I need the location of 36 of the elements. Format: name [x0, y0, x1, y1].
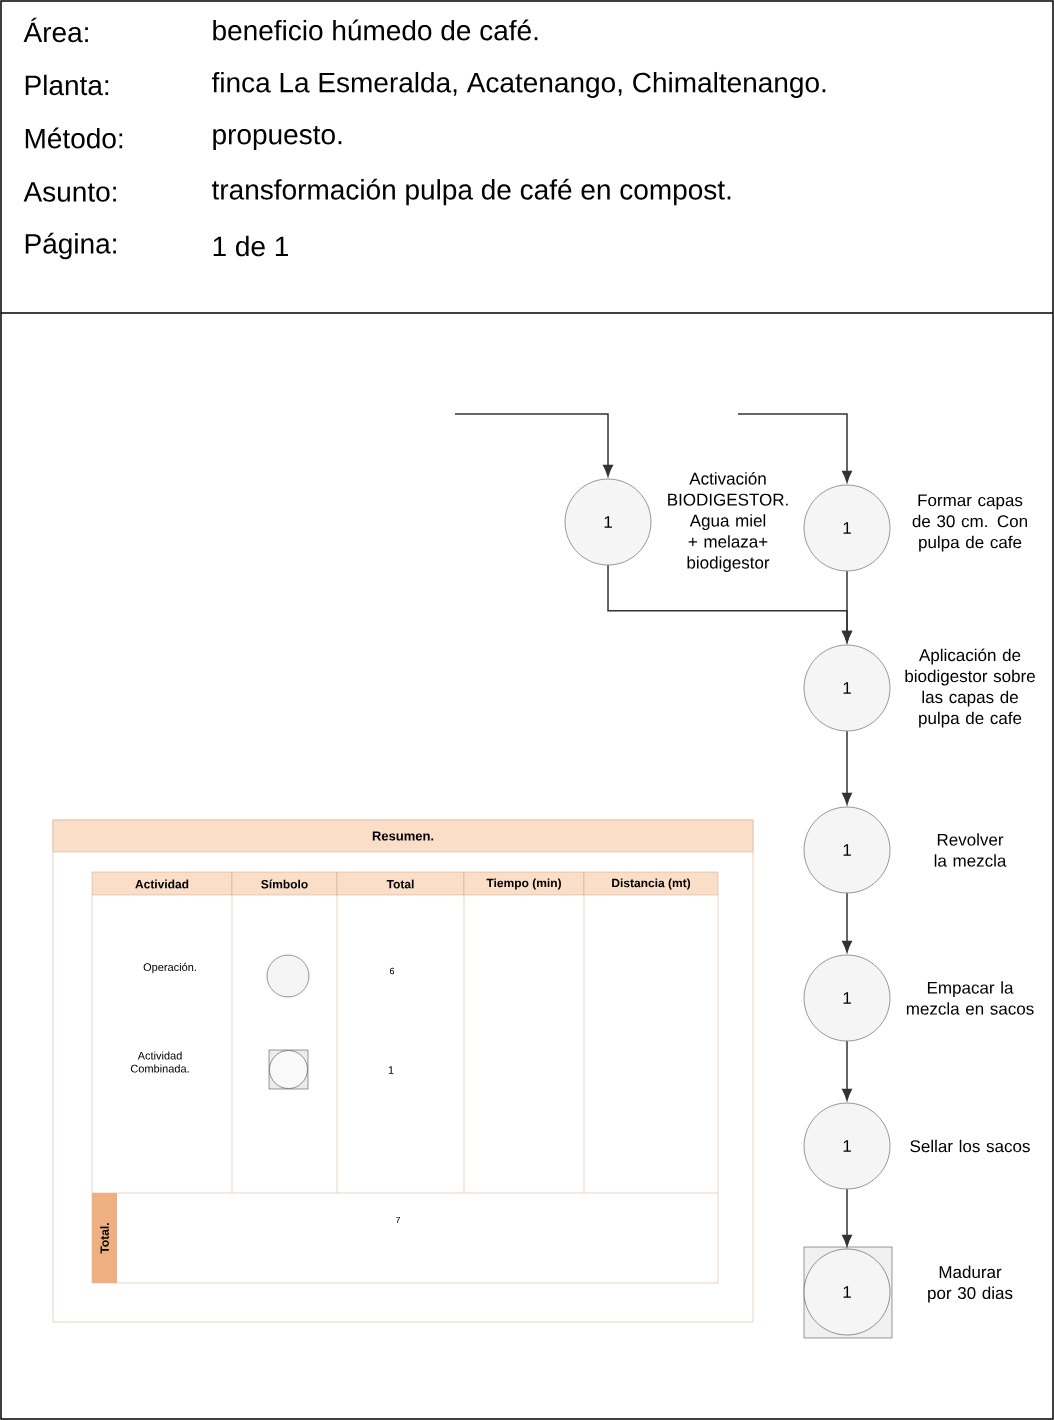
field-value: propuesto. — [213, 126, 342, 150]
column-header: Actividad — [91, 871, 233, 896]
field-label: Planta: — [25, 74, 109, 96]
step-description: Empacar la mezcla en sacos — [906, 981, 1034, 1015]
arrow — [842, 1040, 852, 1101]
column-header: Distancia (mt) — [583, 871, 719, 896]
field-label: Área: — [23, 17, 88, 43]
step-description: Revolver la mezcla — [934, 833, 1007, 867]
table-cell: 7 — [395, 1216, 401, 1224]
table-title: Resumen. — [52, 819, 754, 853]
step-description: Aplicación de biodigestor sobre las capas de pulpa de cafe — [905, 648, 1035, 728]
column-header: Símbolo — [231, 871, 338, 896]
field-label: Método: — [25, 127, 123, 149]
field-value: transformación pulpa de café en compost. — [211, 178, 731, 206]
field-value: 1 de 1 — [213, 235, 288, 257]
column-header: Total — [336, 871, 465, 896]
arrow — [454, 413, 613, 477]
step-description: Activación BIODIGESTOR. Agua miel + melaza+ biodigestor — [668, 472, 788, 573]
field-value: beneficio húmedo de café. — [213, 19, 538, 41]
arrow — [842, 892, 852, 953]
arrow — [737, 413, 852, 483]
table-cell: 1 — [388, 1066, 394, 1074]
field-label: Página: — [25, 232, 116, 260]
step-description: Formar capas de 30 cm. Con pulpa de cafe — [912, 494, 1027, 552]
step-description: Sellar los sacos — [910, 1139, 1030, 1153]
column-header: Tiempo (min) — [463, 871, 585, 896]
table-cell: Actividad Combinada. — [130, 1051, 189, 1073]
arrow — [842, 1188, 852, 1247]
arrow — [842, 570, 852, 643]
total-row-header: Total. — [92, 1193, 117, 1283]
field-label: Asunto: — [23, 182, 116, 202]
step-description: Madurar por 30 dias — [928, 1265, 1013, 1303]
table-cell: 6 — [389, 967, 395, 975]
arrow — [842, 730, 852, 805]
field-value: finca La Esmeralda, Acatenango, Chimaltenango. — [211, 71, 826, 99]
table-cell: Operación. — [143, 962, 196, 974]
